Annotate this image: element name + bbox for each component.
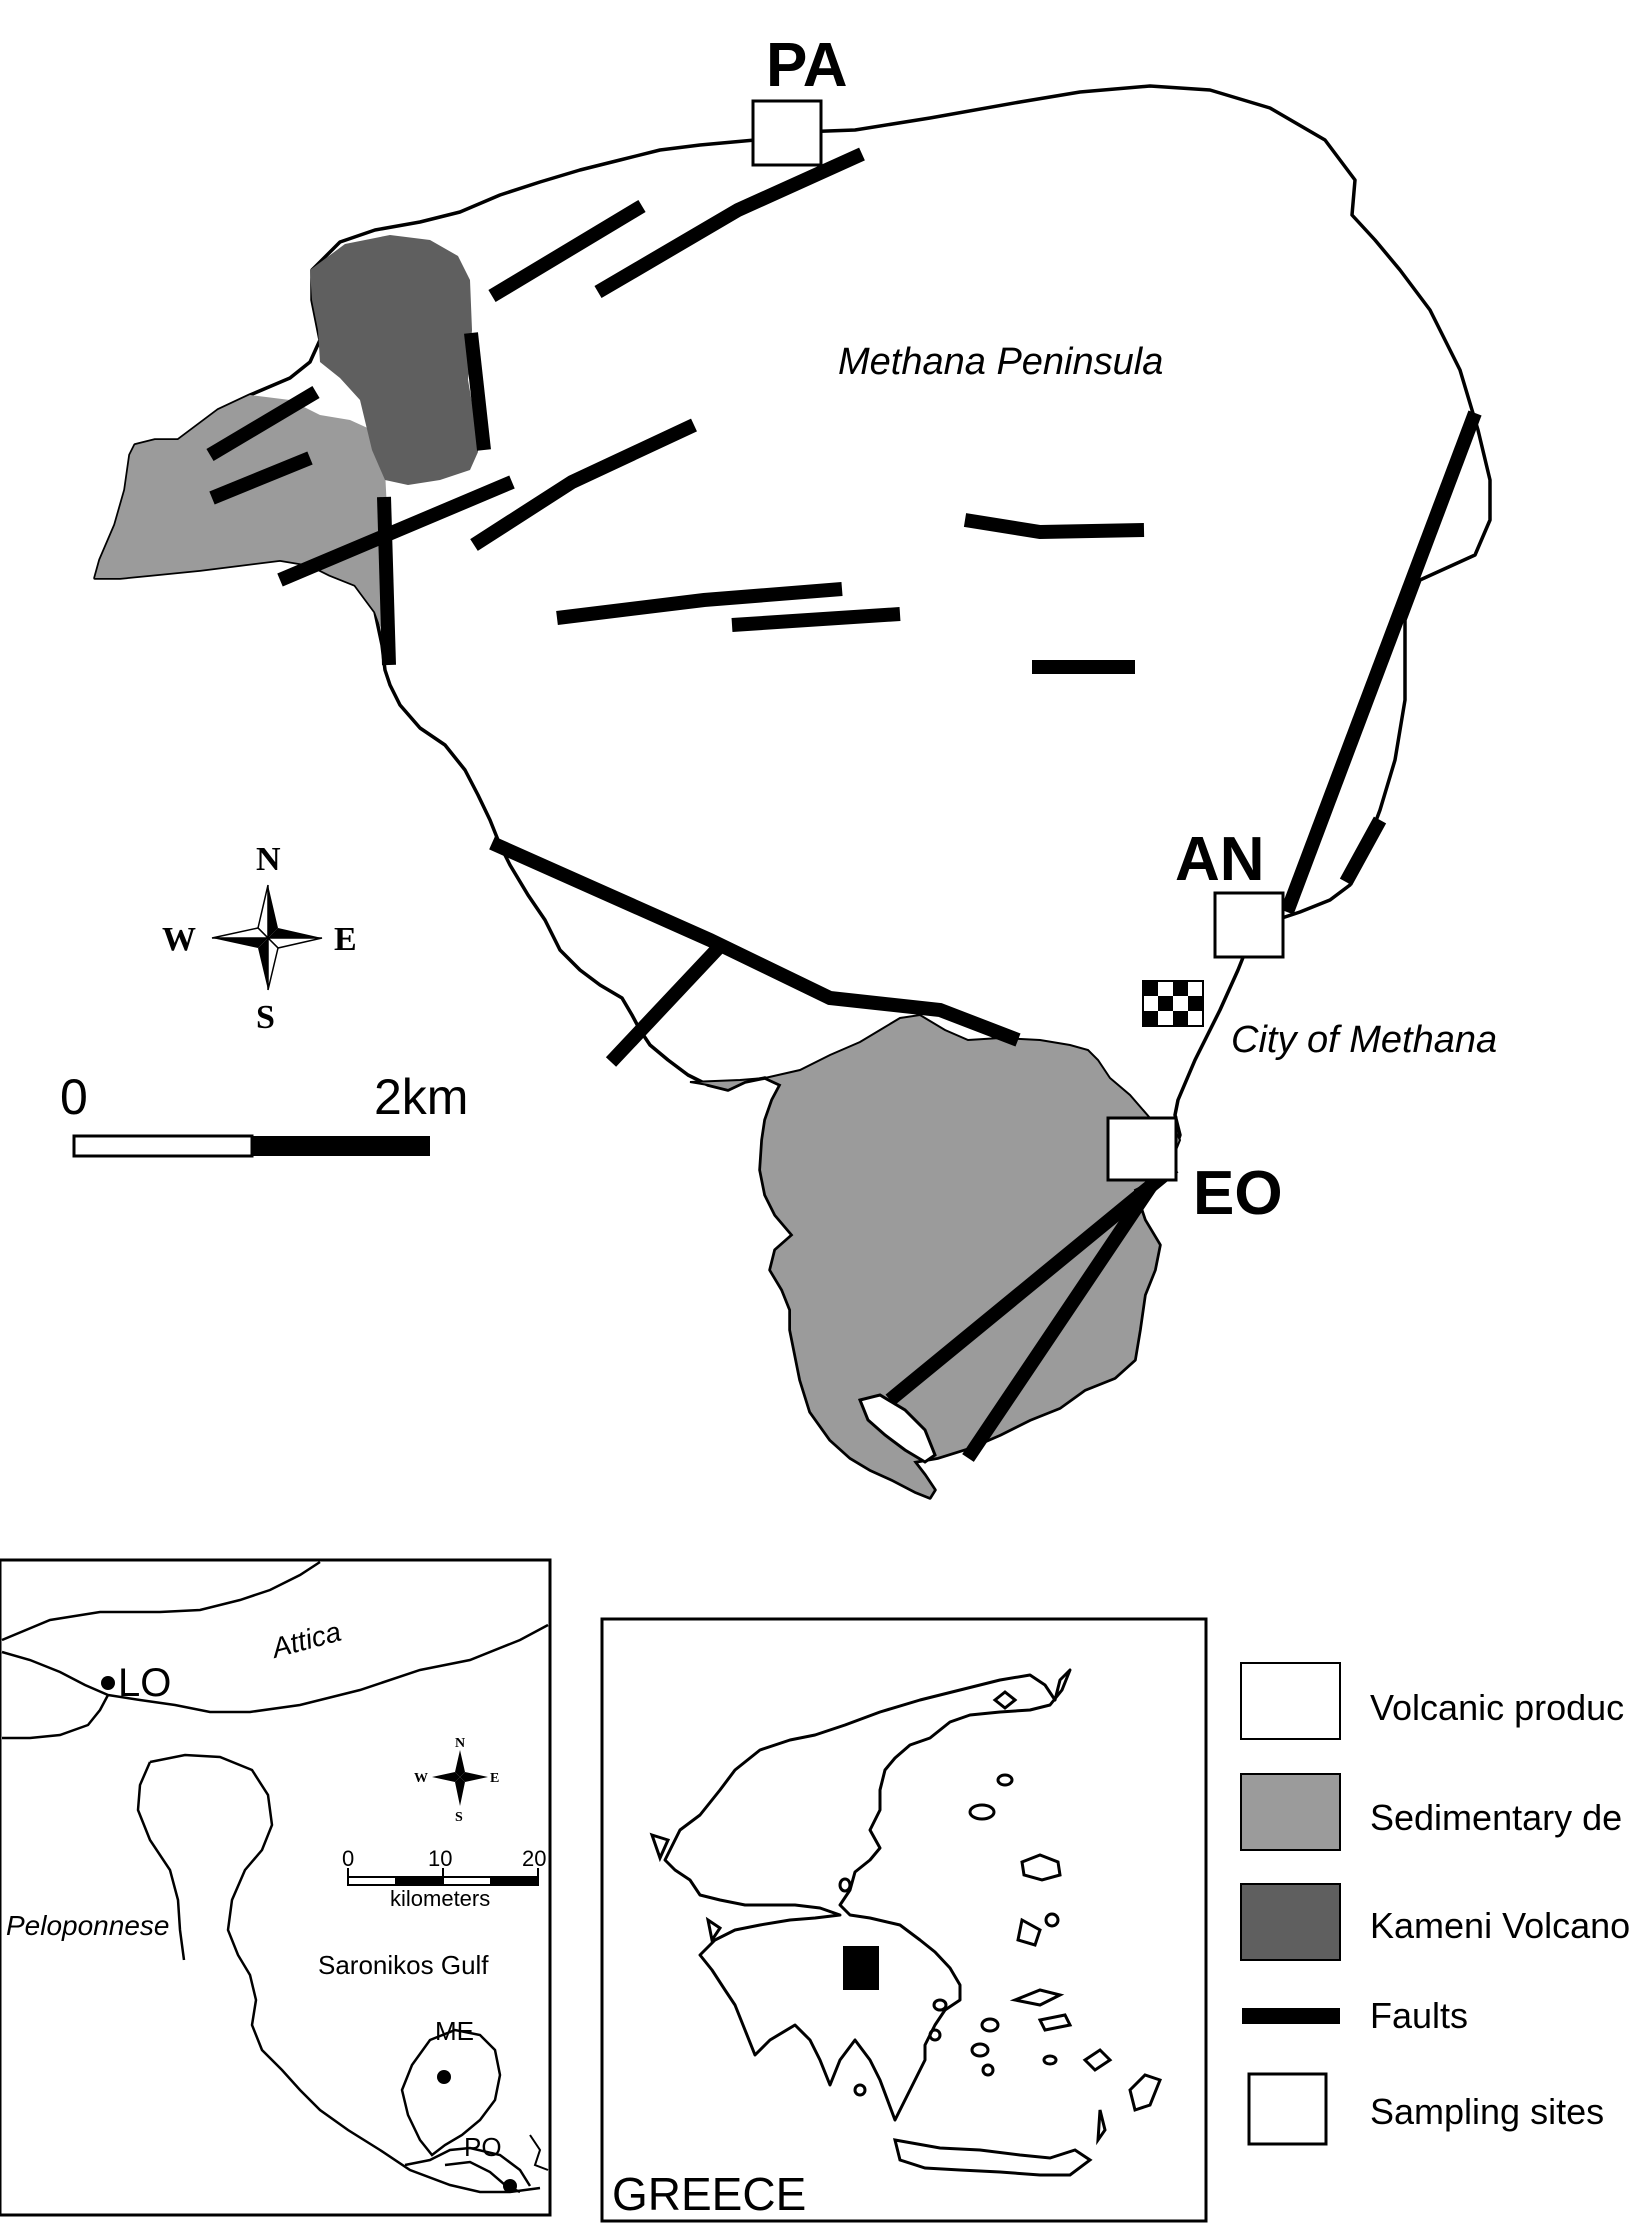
fault (605, 939, 728, 1067)
legend-label-sampling: Sampling sites (1370, 2091, 1604, 2132)
compass-rose-icon: N S W E (162, 841, 357, 1036)
mini-scale-bar: 0 10 20 kilometers (342, 1846, 546, 1911)
greece-mainland-outline (663, 1668, 1072, 2122)
legend-label-volcanic: Volcanic produc (1370, 1687, 1624, 1728)
saronikos-label: Saronikos Gulf (318, 1950, 489, 1980)
fault (1280, 410, 1482, 915)
me-label: ME (435, 2016, 474, 2046)
svg-text:kilometers: kilometers (390, 1886, 490, 1911)
peloponnese-label: Peloponnese (6, 1910, 169, 1941)
svg-text:W: W (414, 1771, 428, 1786)
methana-inset-outline (400, 2028, 502, 2157)
peloponnese-coastline (136, 1753, 541, 2194)
svg-text:S: S (256, 999, 275, 1036)
sampling-site-an-marker (1213, 891, 1285, 959)
svg-text:10: 10 (428, 1846, 452, 1871)
legend-swatch-kameni (1240, 1883, 1341, 1961)
sedimentary-deposit-nw (95, 395, 388, 648)
lo-point (101, 1676, 115, 1690)
fault (464, 332, 491, 451)
sampling-site-eo-label: EO (1193, 1159, 1283, 1228)
svg-text:S: S (455, 1810, 463, 1825)
fault (277, 475, 515, 587)
fault (470, 418, 697, 551)
legend-swatch-volcanic (1240, 1662, 1341, 1740)
scale-end-label: 2km (374, 1069, 468, 1125)
legend-swatch-sampling (1247, 2072, 1328, 2146)
regional-inset: LO ME PO Attica Peloponnese Saronikos Gu… (0, 1558, 552, 2217)
sampling-site-an-label: AN (1175, 825, 1265, 894)
fault (885, 1161, 1179, 1406)
study-area-marker (843, 1946, 879, 1990)
sampling-site-pa-label: PA (766, 31, 848, 100)
legend-label-kameni: Kameni Volcano (1370, 1905, 1630, 1946)
fault (731, 607, 901, 632)
legend-swatch-sedimentary (1240, 1773, 1341, 1851)
main-map: PA AN EO Methana Peninsula City of Metha… (60, 31, 1497, 1500)
svg-text:E: E (490, 1771, 499, 1786)
svg-text:W: W (162, 921, 196, 958)
fault (556, 582, 843, 625)
legend-label-sedimentary: Sedimentary de (1370, 1797, 1622, 1838)
svg-text:0: 0 (342, 1846, 354, 1871)
kameni-volcano-area (310, 235, 478, 485)
svg-text:E: E (334, 921, 357, 958)
peninsula-title: Methana Peninsula (838, 341, 1163, 383)
greece-inset-frame (600, 1617, 1208, 2223)
sampling-site-pa-marker (751, 99, 823, 167)
attica-coastline (1, 1560, 549, 1740)
po-point (503, 2179, 517, 2193)
me-point (437, 2070, 451, 2084)
scale-start-label: 0 (60, 1069, 88, 1125)
scale-bar: 0 2km (60, 1069, 468, 1158)
svg-text:N: N (256, 841, 281, 878)
svg-text:20: 20 (522, 1846, 546, 1871)
fault (962, 1164, 1169, 1462)
lo-label: LO (118, 1661, 171, 1705)
mini-compass-icon: N S W E (414, 1736, 499, 1825)
coast-detail (529, 2134, 549, 2171)
legend-label-faults: Faults (1370, 1995, 1468, 2036)
fault (488, 199, 646, 303)
fault (489, 836, 1021, 1047)
city-marker-icon (1142, 980, 1204, 1027)
fault (377, 496, 396, 666)
fault (963, 513, 1145, 540)
greek-islands (649, 1690, 1162, 2177)
legend-swatch-faults (1242, 2008, 1340, 2024)
legend: Volcanic produc Sedimentary de Kameni Vo… (1240, 1662, 1630, 2146)
greece-inset: GREECE (600, 1617, 1208, 2223)
sampling-site-eo-marker (1106, 1116, 1178, 1182)
fault (1339, 816, 1387, 886)
po-label: PO (464, 2132, 502, 2162)
svg-text:N: N (455, 1736, 465, 1751)
fault-lines (206, 147, 1482, 1462)
fault (594, 147, 865, 299)
greece-label: GREECE (612, 2168, 806, 2220)
fault (206, 385, 320, 462)
fault (209, 451, 313, 505)
city-label: City of Methana (1231, 1019, 1497, 1061)
